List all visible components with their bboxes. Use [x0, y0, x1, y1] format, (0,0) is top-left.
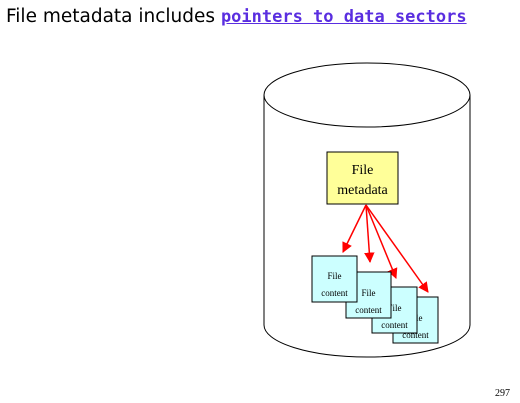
cylinder-top [263, 62, 471, 128]
slide-title: File metadata includes pointers to data … [6, 6, 467, 27]
file-metadata-box: File metadata [326, 151, 399, 205]
content-3-line2: content [381, 320, 408, 330]
title-highlight: pointers to data sectors [220, 7, 467, 27]
metadata-line1: File [352, 163, 374, 178]
content-1-line2: content [321, 288, 348, 298]
content-2-line2: content [355, 305, 382, 315]
content-2-line1: File [361, 288, 375, 298]
cylinder-body [263, 95, 471, 358]
pointer-arrow-4 [365, 204, 429, 293]
content-4-line2: content [402, 330, 429, 340]
pointer-arrow-1 [342, 204, 367, 253]
metadata-line2: metadata [337, 183, 388, 198]
page-number: 297 [495, 388, 510, 399]
pointer-arrow-3 [365, 204, 398, 279]
content-3-line1: File [387, 303, 401, 313]
file-content-box-1: File content [311, 255, 358, 303]
pointer-arrow-2 [364, 204, 375, 264]
title-prefix: File metadata includes [6, 6, 221, 27]
content-1-line1: File [327, 271, 341, 281]
